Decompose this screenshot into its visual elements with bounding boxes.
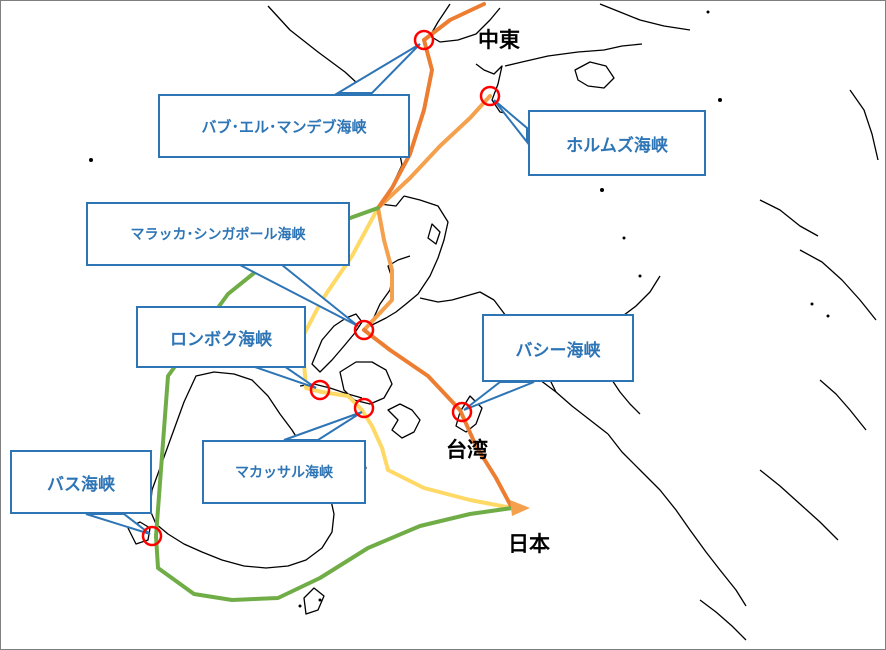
coast-australia	[149, 371, 335, 569]
callout-malacca-label: マラッカ･シンガポール海峡	[130, 227, 306, 243]
route-dark-orange-bab	[376, 38, 434, 210]
callout-bab-el-mandeb: バブ･エル･マンデブ海峡	[158, 94, 410, 158]
callout-bashi: バシー海峡	[482, 314, 634, 382]
place-taiwan: 台湾	[446, 438, 488, 462]
tail-makassar	[283, 411, 363, 441]
coast-east-5	[699, 599, 747, 641]
coast-iran	[504, 43, 643, 67]
coast-japan	[607, 433, 747, 607]
coast-iran-island	[574, 61, 615, 89]
callout-tails	[85, 43, 535, 535]
coast-east-3	[819, 379, 867, 431]
callout-lombok-label: ロンボク海峡	[170, 329, 272, 350]
coast-top-right	[599, 3, 691, 31]
coast-east-4	[759, 469, 839, 541]
tail-hormuz	[493, 99, 528, 145]
coast-sulawesi	[387, 403, 421, 439]
marker-bab-el-mandeb	[413, 29, 435, 51]
callout-bass-label: バス海峡	[47, 474, 115, 495]
callout-hormuz: ホルムズ海峡	[528, 110, 706, 176]
tail-bab	[334, 43, 421, 94]
strait-markers	[141, 29, 501, 547]
coast-right-edge	[849, 89, 879, 161]
callout-malacca: マラッカ･シンガポール海峡	[86, 202, 350, 266]
callout-makassar-label: マカッサル海峡	[235, 465, 333, 481]
tail-bass	[85, 513, 151, 535]
place-japan: 日本	[508, 532, 550, 556]
marker-bass	[141, 525, 163, 547]
callout-bashi-label: バシー海峡	[515, 340, 601, 361]
place-middle-east: 中東	[478, 28, 520, 52]
marker-makassar	[353, 397, 375, 419]
route-dark-orange-main	[362, 328, 514, 510]
coast-east-2	[799, 249, 877, 321]
callout-bab-el-mandeb-label: バブ･エル･マンデブ海峡	[201, 117, 367, 136]
coast-arabia	[429, 3, 501, 43]
coast-new-zealand	[303, 587, 325, 615]
coast-srilanka	[427, 223, 441, 245]
marker-bashi	[451, 401, 473, 423]
marker-malacca	[353, 319, 375, 341]
marker-hormuz	[479, 85, 501, 107]
coast-india-east	[419, 291, 495, 303]
coast-east-1	[759, 199, 819, 237]
callout-lombok: ロンボク海峡	[136, 306, 306, 368]
coast-india	[369, 195, 449, 327]
coast-korea	[611, 379, 641, 415]
route-top-orange-stub	[422, 2, 486, 42]
route-arrowhead	[510, 500, 530, 516]
coast-gulf	[475, 63, 511, 115]
coast-sumatra	[311, 313, 363, 373]
callout-bass: バス海峡	[10, 450, 152, 514]
callout-hormuz-label: ホルムズ海峡	[566, 135, 668, 156]
callout-makassar: マカッサル海峡	[202, 440, 366, 504]
tail-bashi	[463, 381, 535, 411]
marker-lombok	[309, 379, 331, 401]
